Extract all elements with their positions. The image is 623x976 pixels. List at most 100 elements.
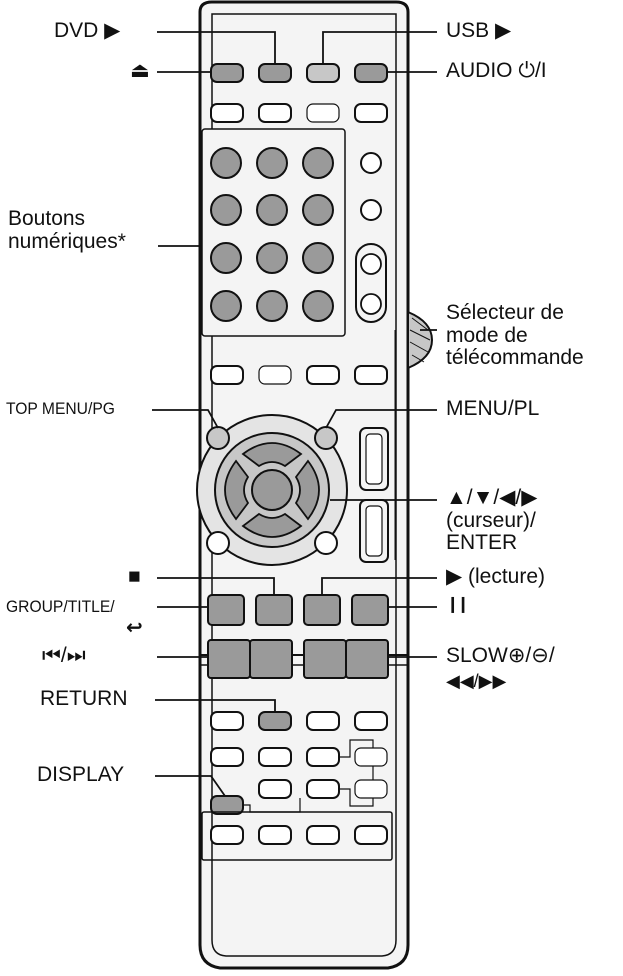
function-button[interactable] bbox=[210, 825, 244, 845]
function-button[interactable] bbox=[210, 711, 244, 731]
second-row-buttons bbox=[210, 103, 388, 123]
usb-play-button[interactable] bbox=[306, 63, 340, 83]
function-button[interactable] bbox=[306, 747, 340, 767]
audio-power-button[interactable] bbox=[354, 63, 388, 83]
function-button[interactable] bbox=[210, 103, 244, 123]
function-button[interactable] bbox=[258, 825, 292, 845]
corner-button[interactable] bbox=[314, 531, 338, 555]
label-stop: ■ bbox=[128, 565, 141, 588]
numeric-button[interactable] bbox=[256, 290, 288, 322]
lower-row-4 bbox=[210, 825, 388, 845]
numeric-button[interactable] bbox=[256, 194, 288, 226]
enter-button[interactable] bbox=[251, 469, 293, 511]
function-button[interactable] bbox=[306, 103, 340, 123]
numeric-button[interactable] bbox=[302, 242, 334, 274]
transport-buttons bbox=[207, 594, 389, 626]
dvd-play-button[interactable] bbox=[258, 63, 292, 83]
leader-dvd bbox=[157, 31, 276, 64]
numeric-keypad bbox=[210, 147, 334, 322]
label-audio-power: AUDIO ⏻/I bbox=[446, 59, 547, 82]
stop-button[interactable] bbox=[255, 594, 293, 626]
top-menu-button[interactable] bbox=[206, 426, 230, 450]
function-button[interactable] bbox=[306, 365, 340, 385]
leader-display bbox=[155, 775, 226, 797]
leader-lines bbox=[152, 31, 437, 797]
leader-play bbox=[321, 577, 437, 595]
pause-button[interactable] bbox=[351, 594, 389, 626]
skip-forward-button[interactable] bbox=[249, 639, 293, 679]
numeric-button[interactable] bbox=[256, 242, 288, 274]
function-button[interactable] bbox=[210, 365, 244, 385]
group-title-button[interactable] bbox=[207, 594, 245, 626]
label-numeric-buttons: Boutons numériques* bbox=[8, 207, 126, 253]
numeric-button[interactable] bbox=[210, 194, 242, 226]
function-button[interactable] bbox=[258, 103, 292, 123]
function-button[interactable] bbox=[306, 779, 340, 799]
function-button[interactable] bbox=[354, 365, 388, 385]
wheel-grip bbox=[409, 317, 431, 363]
cursor-down-button[interactable] bbox=[241, 512, 303, 538]
function-button[interactable] bbox=[258, 747, 292, 767]
function-button[interactable] bbox=[354, 103, 388, 123]
numeric-button[interactable] bbox=[210, 147, 242, 179]
slow-forward-button[interactable] bbox=[345, 639, 389, 679]
mode-selector-wheel[interactable] bbox=[407, 310, 434, 370]
play-button[interactable] bbox=[303, 594, 341, 626]
cursor-right-button[interactable] bbox=[294, 459, 320, 521]
slow-back-button[interactable] bbox=[303, 639, 347, 679]
numeric-button[interactable] bbox=[302, 290, 334, 322]
function-button[interactable] bbox=[354, 711, 388, 731]
label-slow-second: ◀◀/▶▶ bbox=[446, 671, 507, 691]
lower-panel bbox=[201, 811, 393, 861]
function-button[interactable] bbox=[258, 365, 292, 385]
menu-pl-button[interactable] bbox=[314, 426, 338, 450]
label-top-menu: TOP MENU/PG bbox=[6, 399, 115, 418]
label-display: DISPLAY bbox=[37, 763, 125, 786]
leader-return bbox=[155, 699, 276, 712]
function-button[interactable] bbox=[210, 747, 244, 767]
rocker-up[interactable] bbox=[360, 253, 382, 275]
label-play: ▶ (lecture) bbox=[446, 565, 546, 588]
side-round-button[interactable] bbox=[360, 199, 382, 221]
label-pause: ❙❙ bbox=[446, 596, 470, 613]
numeric-button[interactable] bbox=[302, 147, 334, 179]
label-eject: ⏏ bbox=[130, 59, 150, 82]
return-button[interactable] bbox=[258, 711, 292, 731]
group-title-return-icon: ↩ bbox=[126, 617, 143, 639]
label-mode-selector: Sélecteur de mode de télécommande bbox=[446, 301, 584, 370]
lower-row-2 bbox=[210, 747, 388, 767]
remote-inner-edge bbox=[211, 13, 397, 957]
label-menu-pl: MENU/PL bbox=[446, 397, 540, 420]
eject-button[interactable] bbox=[210, 63, 244, 83]
numeric-button[interactable] bbox=[210, 290, 242, 322]
rocker-face bbox=[365, 433, 383, 485]
label-cursor-enter: ▲/▼/◀/▶ (curseur)/ ENTER bbox=[446, 486, 538, 555]
numeric-button[interactable] bbox=[302, 194, 334, 226]
function-button[interactable] bbox=[258, 779, 292, 799]
function-button[interactable] bbox=[306, 825, 340, 845]
label-group-title: GROUP/TITLE/ bbox=[6, 597, 115, 616]
label-usb-play: USB ▶ bbox=[446, 19, 512, 42]
skip-back-button[interactable] bbox=[207, 639, 251, 679]
top-row-buttons bbox=[210, 63, 388, 83]
lower-row-1 bbox=[210, 711, 388, 731]
function-button[interactable] bbox=[354, 747, 388, 767]
mid-row-buttons bbox=[210, 365, 388, 385]
corner-button[interactable] bbox=[206, 531, 230, 555]
leader-stop bbox=[157, 577, 275, 595]
rocker-down[interactable] bbox=[360, 293, 382, 315]
leader-top-menu bbox=[152, 409, 219, 429]
function-button[interactable] bbox=[354, 779, 388, 799]
function-button[interactable] bbox=[306, 711, 340, 731]
function-button[interactable] bbox=[354, 825, 388, 845]
numeric-button[interactable] bbox=[256, 147, 288, 179]
leader-menu-pl bbox=[325, 409, 437, 429]
cursor-up-button[interactable] bbox=[241, 442, 303, 468]
skip-slow-buttons bbox=[207, 639, 389, 679]
cursor-left-button[interactable] bbox=[224, 459, 250, 521]
button-bracket bbox=[339, 739, 374, 807]
numeric-button[interactable] bbox=[210, 242, 242, 274]
side-round-button[interactable] bbox=[360, 152, 382, 174]
leader-usb bbox=[322, 31, 437, 64]
